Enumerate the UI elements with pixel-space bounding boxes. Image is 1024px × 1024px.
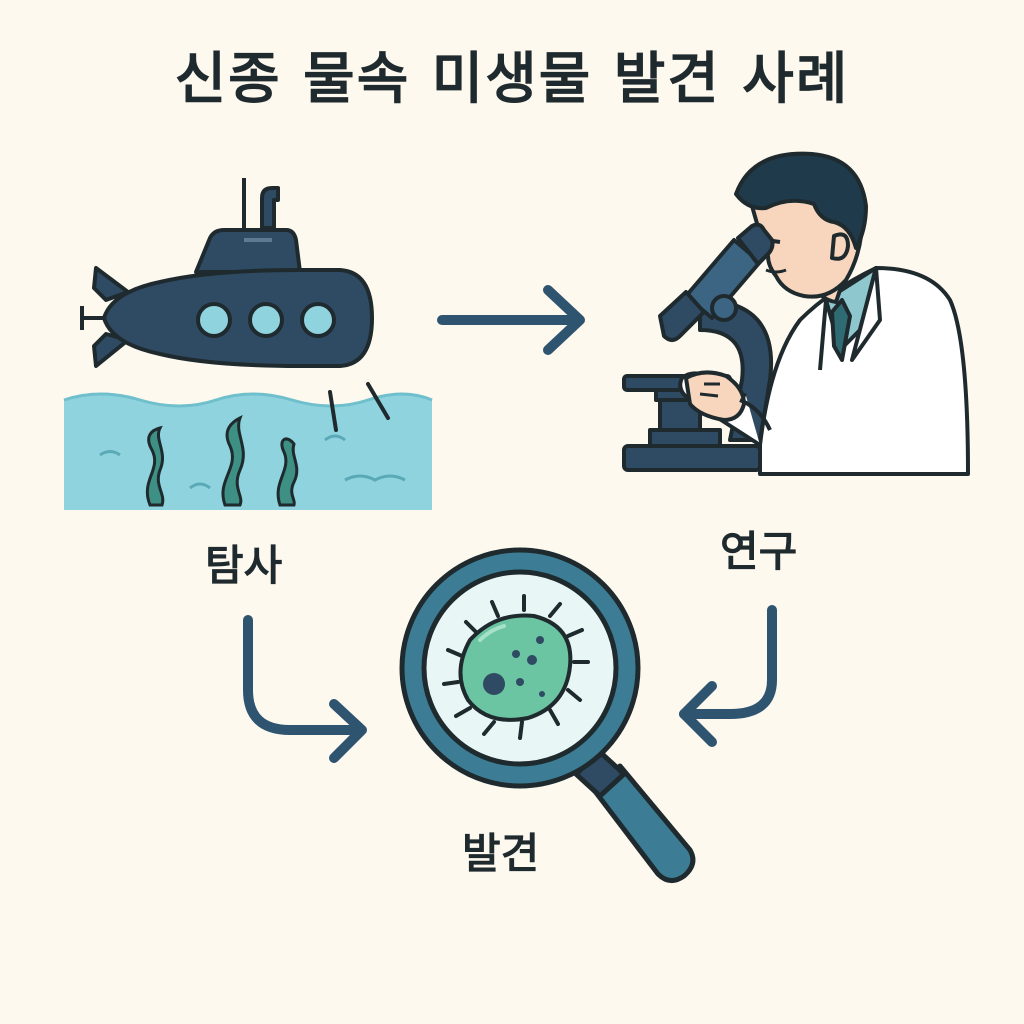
scientist-icon	[734, 151, 970, 476]
seaweed-icon	[145, 414, 299, 507]
arrow-icon	[679, 605, 777, 747]
microbe-icon	[442, 594, 590, 740]
water-area	[64, 394, 432, 510]
arrow-icon	[243, 615, 367, 763]
magnifier-icon	[399, 547, 696, 883]
scientist-hand	[678, 370, 772, 447]
submarine-icon	[80, 178, 374, 368]
step-label-explore: 탐사	[205, 541, 283, 590]
step-label-discovery: 발견	[462, 829, 540, 878]
arrow-icon	[437, 285, 585, 355]
water-scene	[63, 382, 433, 510]
page-title: 신종 물속 미생물 발견 사례	[174, 47, 850, 112]
step-label-research: 연구	[720, 527, 798, 576]
